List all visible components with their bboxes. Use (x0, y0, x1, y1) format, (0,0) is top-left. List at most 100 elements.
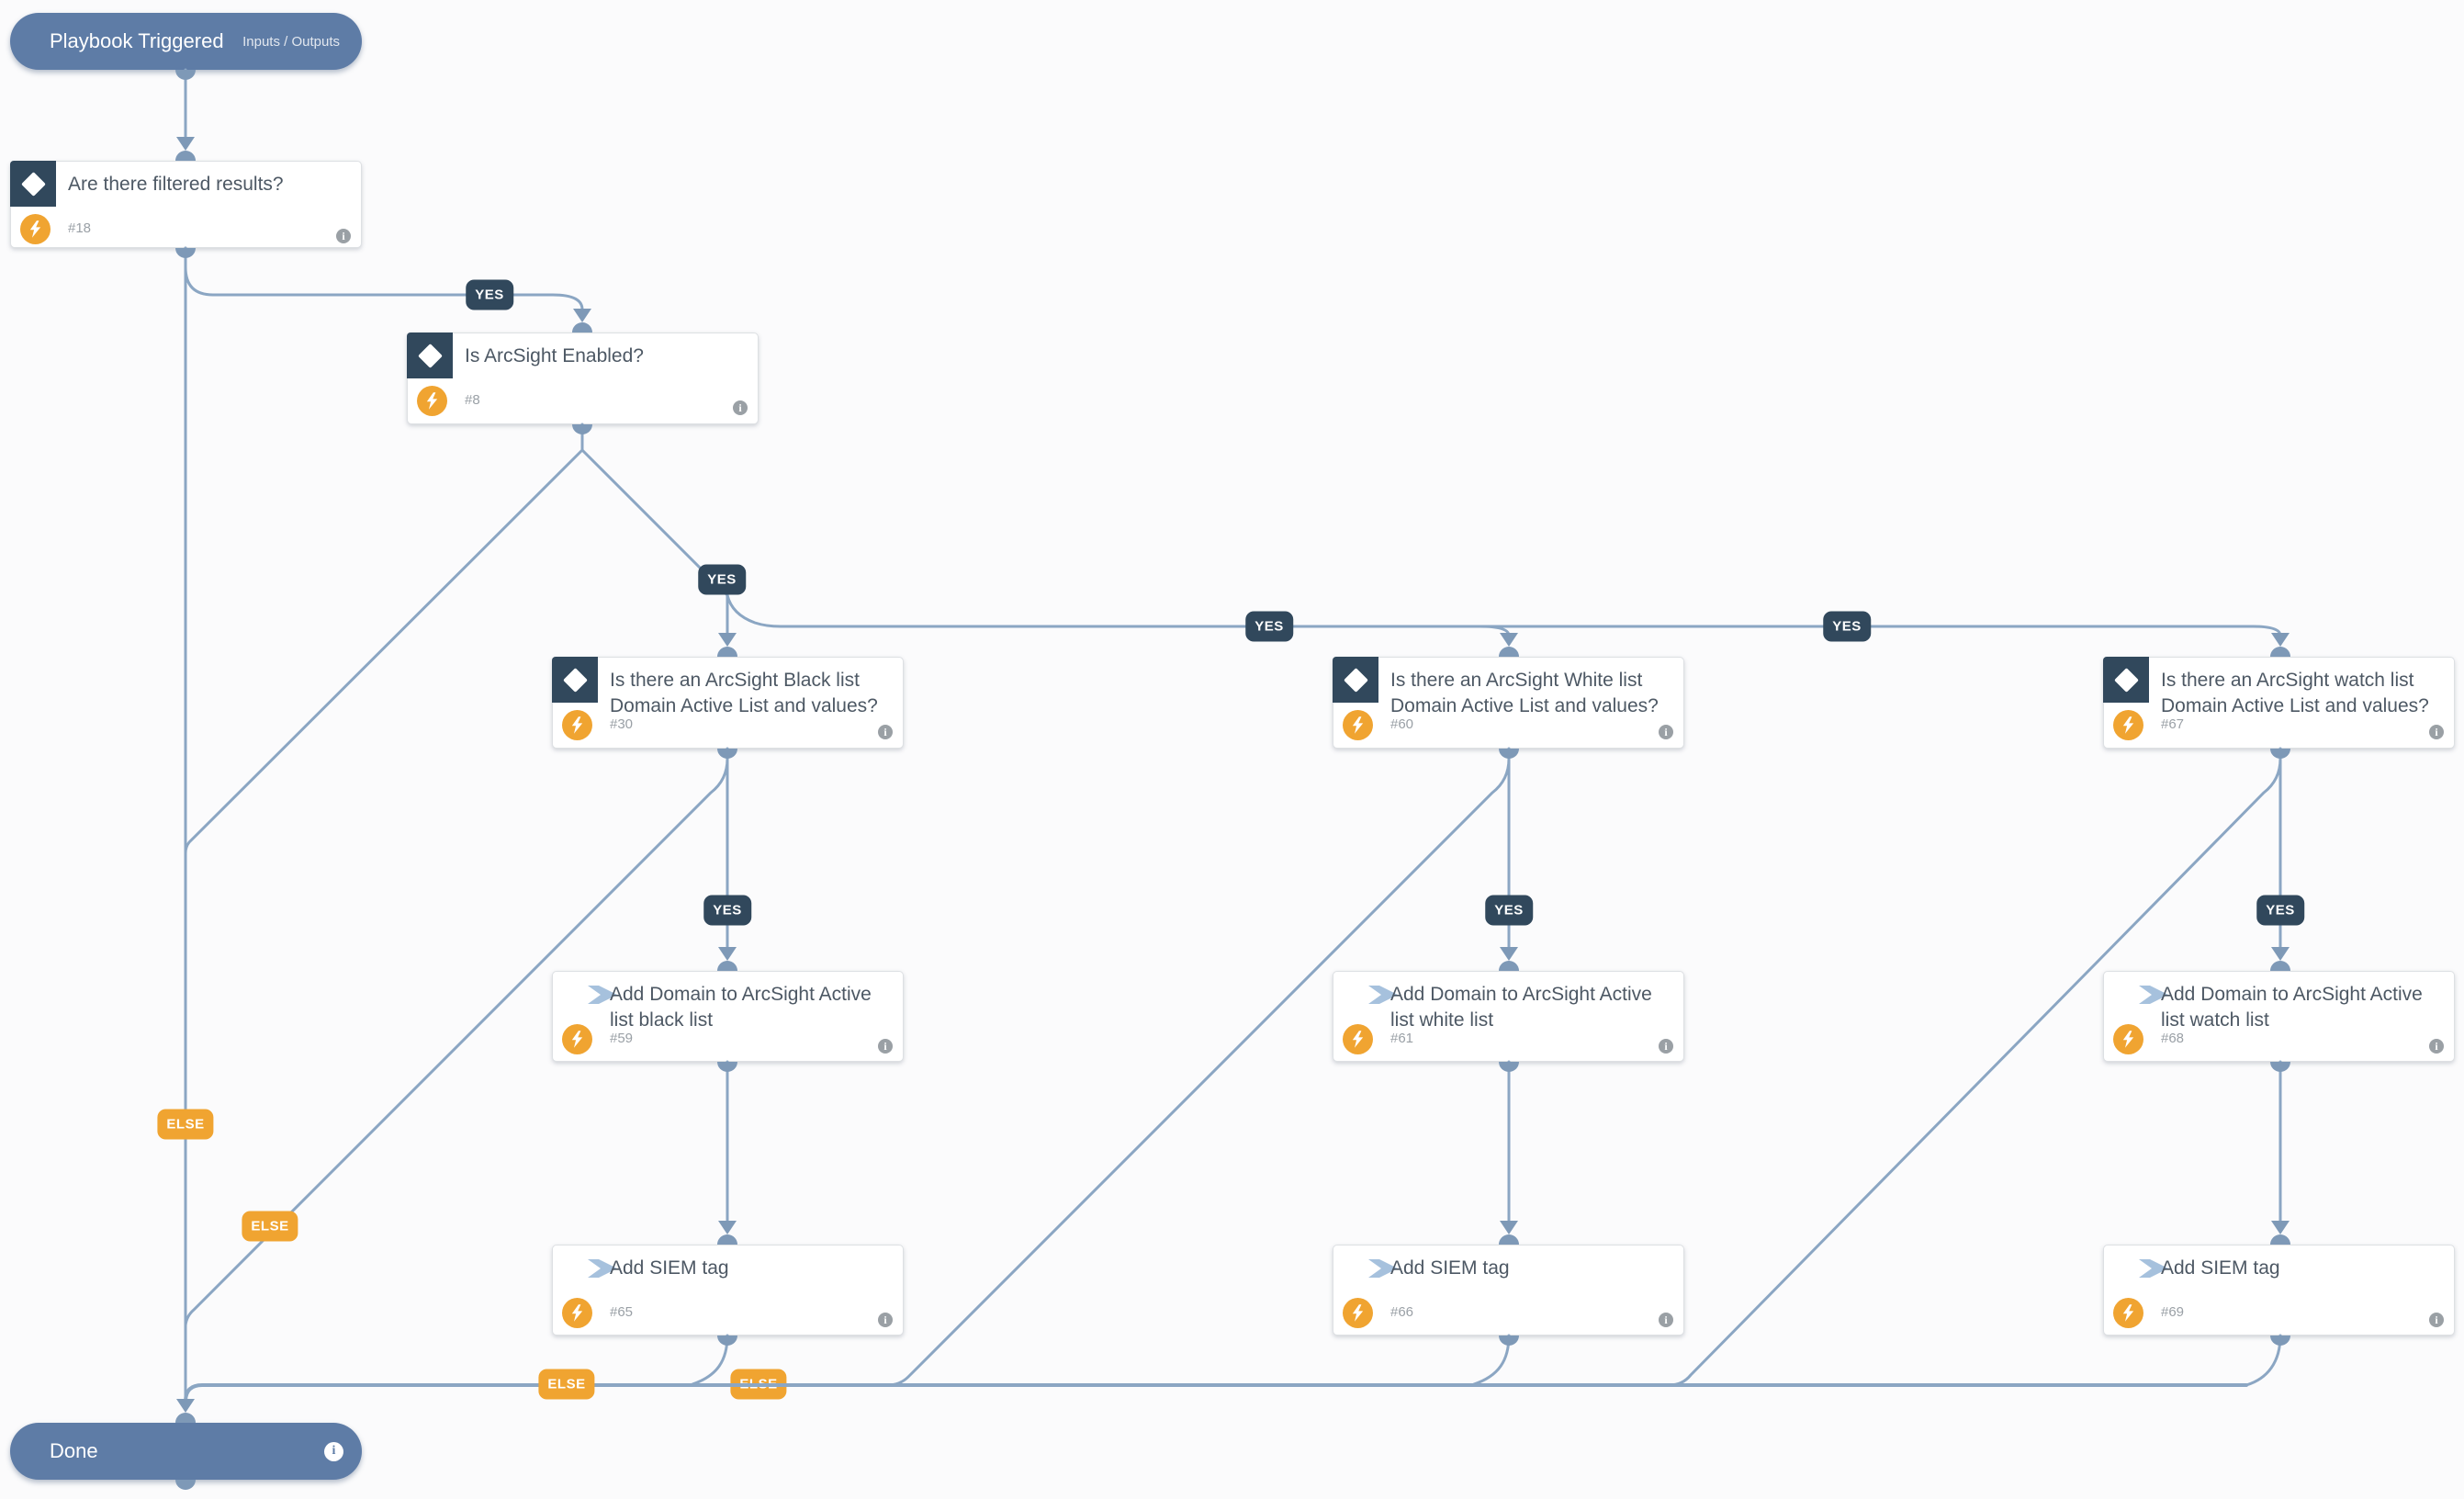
arrowhead (718, 1221, 737, 1234)
port-dome (2270, 1062, 2290, 1072)
condition-diamond-icon (552, 657, 598, 703)
port-dome (1499, 749, 1519, 759)
node-title: Is there an ArcSight Black list Domain A… (610, 670, 878, 716)
info-icon[interactable]: i (878, 725, 893, 739)
port-dome (572, 424, 592, 434)
end-node-label: Done (50, 1439, 98, 1462)
automation-bolt-icon (2113, 710, 2143, 740)
port-dome (1499, 1062, 1519, 1072)
task-node-65[interactable]: Add SIEM tag #65 i (552, 1245, 904, 1336)
info-icon[interactable]: i (878, 1039, 893, 1054)
edge-bottom-collector (184, 1383, 2248, 1403)
info-icon[interactable]: i (1659, 725, 1673, 739)
task-number: #60 (1390, 716, 1414, 732)
done-node[interactable]: Done i (10, 1423, 362, 1480)
port-dome (717, 1062, 737, 1072)
port-dome (717, 1234, 737, 1245)
automation-bolt-icon (562, 1024, 592, 1054)
edge-66-to-done (1472, 1334, 1511, 1386)
else-edge-label: ELSE (242, 1211, 298, 1242)
yes-edge-label: YES (698, 564, 746, 595)
task-node-69[interactable]: Add SIEM tag #69 i (2103, 1245, 2455, 1336)
automation-bolt-icon (417, 386, 447, 416)
task-number: #18 (68, 220, 92, 236)
automation-bolt-icon (1343, 710, 1373, 740)
task-node-61[interactable]: Add Domain to ArcSight Active list white… (1333, 971, 1684, 1062)
info-icon[interactable]: i (2429, 725, 2444, 739)
port-dome (717, 647, 737, 657)
condition-diamond-icon (407, 332, 453, 378)
port-dome (1499, 647, 1519, 657)
task-number: #65 (610, 1304, 634, 1320)
info-icon[interactable]: i (1659, 1039, 1673, 1054)
info-icon[interactable]: i (2429, 1039, 2444, 1054)
task-number: #67 (2161, 716, 2185, 732)
node-title: Add SIEM tag (2161, 1257, 2280, 1279)
task-node-68[interactable]: Add Domain to ArcSight Active list watch… (2103, 971, 2455, 1062)
port-dome (1499, 1336, 1519, 1346)
task-number: #69 (2161, 1304, 2185, 1320)
inputs-outputs-link[interactable]: Inputs / Outputs (242, 33, 340, 50)
yes-edge-label: YES (466, 279, 513, 310)
task-number: #30 (610, 716, 634, 732)
task-number: #8 (465, 392, 480, 408)
start-node-label: Playbook Triggered (50, 29, 224, 52)
condition-node-18[interactable]: Are there filtered results? #18 i (10, 161, 362, 248)
arrowhead (176, 1399, 195, 1413)
port-dome (572, 322, 592, 332)
arrowhead (2271, 947, 2290, 961)
yes-edge-label: YES (2256, 895, 2304, 926)
port-dome (717, 961, 737, 971)
edge-8-yes-to-60 (1478, 625, 1511, 637)
condition-diamond-icon (2103, 657, 2149, 703)
arrowhead (1500, 1221, 1518, 1234)
arrowhead (573, 309, 591, 322)
condition-node-60[interactable]: Is there an ArcSight White list Domain A… (1333, 657, 1684, 749)
port-dome (2270, 1336, 2290, 1346)
info-icon[interactable]: i (878, 1313, 893, 1327)
info-icon[interactable]: i (2429, 1313, 2444, 1327)
task-node-66[interactable]: Add SIEM tag #66 i (1333, 1245, 1684, 1336)
port-dome (175, 1480, 196, 1490)
port-dome (2270, 1234, 2290, 1245)
node-title: Are there filtered results? (68, 174, 284, 195)
condition-diamond-icon (10, 161, 56, 207)
info-icon[interactable]: i (324, 1441, 343, 1461)
port-dome (1499, 1234, 1519, 1245)
yes-edge-label: YES (1245, 611, 1293, 642)
task-number: #66 (1390, 1304, 1414, 1320)
arrowhead (718, 633, 737, 647)
yes-edge-label: YES (1823, 611, 1871, 642)
arrowhead (1500, 633, 1518, 647)
node-title: Add SIEM tag (610, 1257, 729, 1279)
info-icon[interactable]: i (336, 229, 351, 243)
port-dome (717, 1336, 737, 1346)
playbook-triggered-node[interactable]: Playbook Triggered Inputs / Outputs (10, 13, 362, 70)
condition-node-67[interactable]: Is there an ArcSight watch list Domain A… (2103, 657, 2455, 749)
info-icon[interactable]: i (1659, 1313, 1673, 1327)
edge-8-yes-trunk (726, 593, 2282, 637)
node-title: Add SIEM tag (1390, 1257, 1510, 1279)
else-edge-label: ELSE (157, 1109, 214, 1140)
automation-bolt-icon (562, 710, 592, 740)
arrowhead (2271, 633, 2290, 647)
node-title: Is ArcSight Enabled? (465, 345, 644, 366)
port-dome (717, 749, 737, 759)
condition-node-30[interactable]: Is there an ArcSight Black list Domain A… (552, 657, 904, 749)
condition-node-8[interactable]: Is ArcSight Enabled? #8 i (407, 332, 759, 424)
node-title: Is there an ArcSight watch list Domain A… (2161, 670, 2429, 716)
port-dome (2270, 647, 2290, 657)
info-icon[interactable]: i (733, 400, 748, 415)
port-dome (175, 151, 196, 161)
port-dome (2270, 749, 2290, 759)
port-dome (2270, 961, 2290, 971)
edge-8-else (184, 448, 584, 855)
else-edge-label: ELSE (730, 1369, 787, 1400)
task-node-59[interactable]: Add Domain to ArcSight Active list black… (552, 971, 904, 1062)
node-title: Add Domain to ArcSight Active list black… (610, 984, 872, 1031)
edge-69-to-done (2245, 1334, 2282, 1387)
node-title: Add Domain to ArcSight Active list white… (1390, 984, 1652, 1031)
node-title: Add Domain to ArcSight Active list watch… (2161, 984, 2423, 1031)
